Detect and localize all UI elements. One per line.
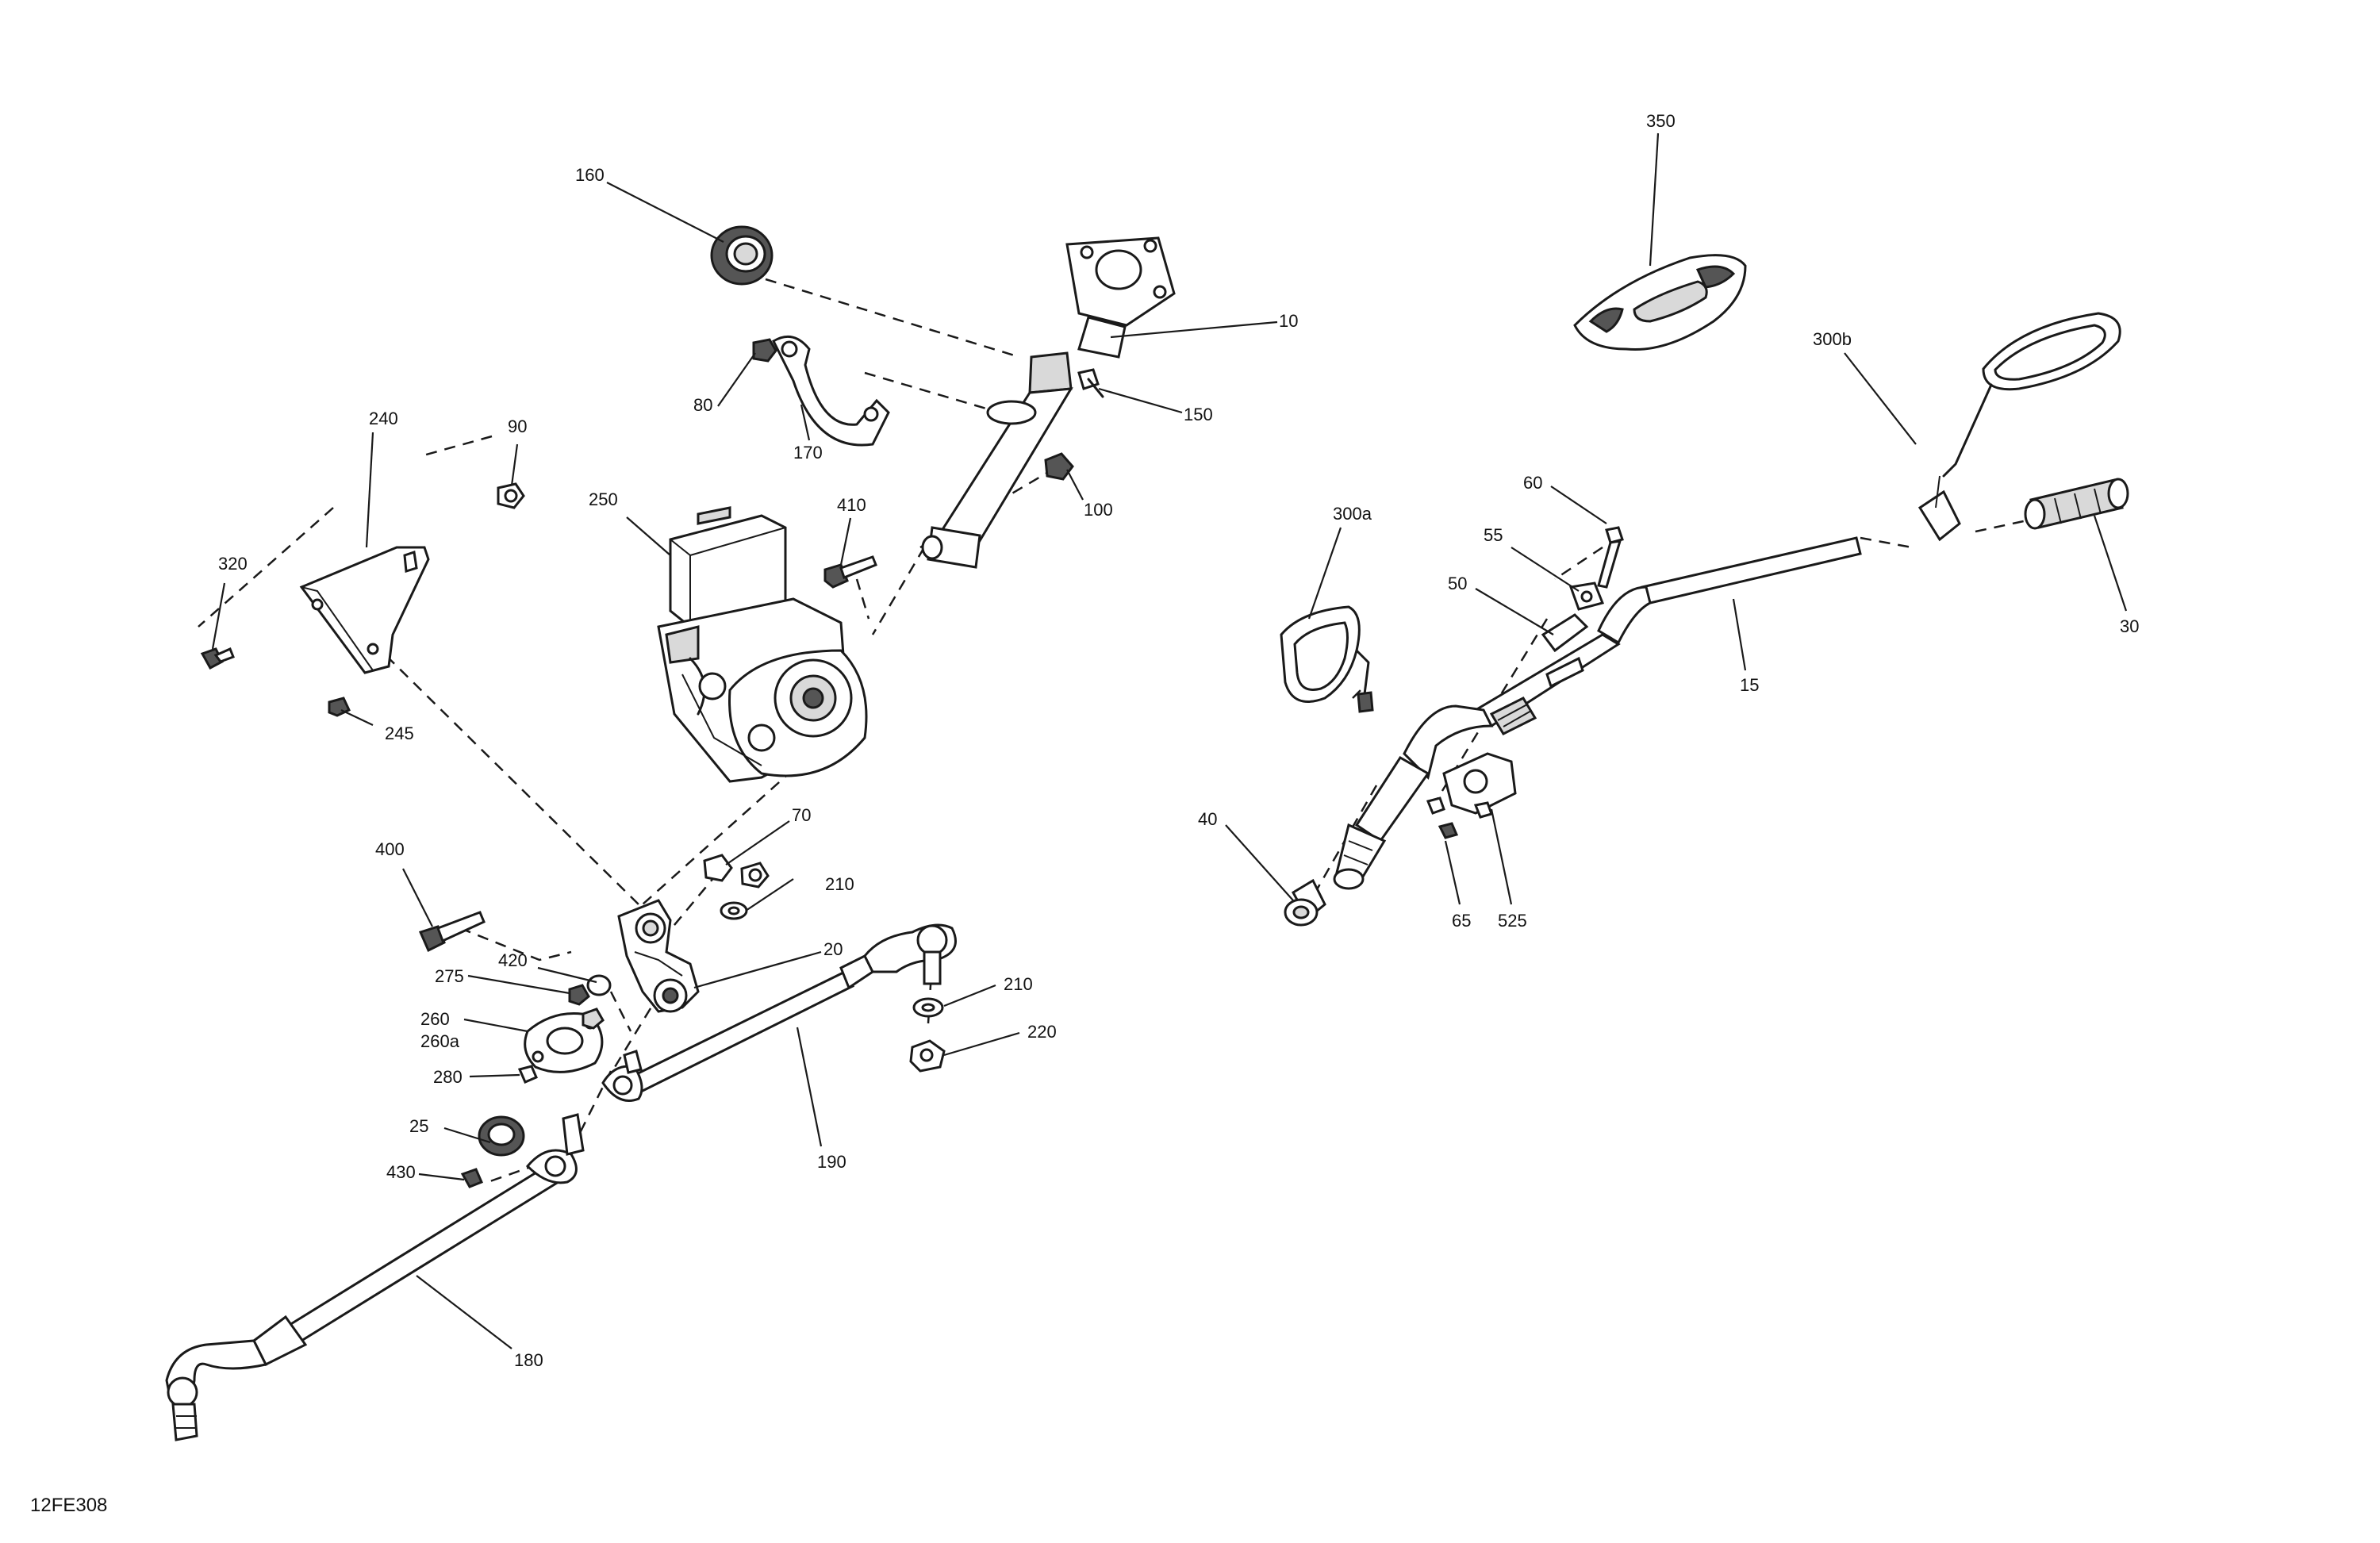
nut-260a [582,1008,605,1030]
nut-210-top [740,862,770,889]
bolt-320 [200,647,235,670]
callout-25: 25 [409,1116,428,1136]
diagram-code: 12FE308 [30,1495,107,1516]
callout-210-top: 210 [825,874,854,894]
screw-280 [517,1065,538,1084]
callout-160: 160 [575,165,605,185]
callout-525: 525 [1498,911,1527,931]
bar-end-40 [1284,878,1326,927]
callout-90: 90 [508,416,527,436]
callout-190: 190 [817,1152,846,1172]
callout-180: 180 [514,1350,543,1370]
bolt-410 [823,555,877,589]
callout-40: 40 [1198,809,1217,829]
callout-275: 275 [435,966,464,986]
tie-rod-190 [601,923,957,1102]
washer-210-right [912,997,944,1018]
bearing-160 [710,225,774,286]
nut-80 [752,338,777,363]
plate-260 [524,1012,604,1073]
handlebar-15 [1333,536,1862,890]
callout-150: 150 [1184,405,1213,424]
callout-260: 260 [420,1009,450,1029]
screw-150 [1077,368,1104,398]
nut-90 [497,482,525,509]
pitman-arm [617,899,700,1013]
nut-70 [703,854,733,882]
callout-170: 170 [793,443,823,463]
callout-410: 410 [837,495,866,515]
bracket-240 [299,546,430,674]
handlebar-pad-350 [1573,254,1747,351]
bearing-25 [478,1115,525,1157]
nut-275 [568,984,590,1006]
washer-420 [586,974,612,996]
grip-30 [2024,478,2129,530]
callout-15: 15 [1740,675,1759,695]
washer-210-top [720,901,748,920]
callout-320: 320 [218,554,248,574]
callout-50: 50 [1448,574,1467,593]
callout-leaders [211,132,2128,1349]
mirror-300b [1917,312,2121,542]
power-steering-unit [657,506,868,783]
clamp-170 [772,335,890,447]
callout-245: 245 [385,724,414,743]
callout-210-right: 210 [1004,974,1033,994]
callout-30: 30 [2120,616,2139,636]
callout-430: 430 [386,1162,416,1182]
callout-100: 100 [1084,500,1113,520]
callout-60: 60 [1523,473,1542,493]
screw-65 [1438,822,1459,839]
callout-10: 10 [1279,311,1298,331]
callout-80: 80 [693,395,712,415]
mirror-300a [1280,605,1374,713]
callout-240: 240 [369,409,398,428]
callout-20: 20 [823,939,843,959]
callout-280: 280 [433,1067,463,1087]
screw-430 [460,1168,483,1188]
callout-300b: 300b [1813,329,1852,349]
clamp-block-525 [1426,752,1517,819]
callout-350: 350 [1646,111,1676,131]
callout-55: 55 [1484,525,1503,545]
assembly-dashed-lines [198,278,2032,1184]
callout-220: 220 [1027,1022,1057,1042]
tie-rod-180 [165,1113,585,1441]
nut-100 [1044,452,1074,481]
bolt-60 [1597,526,1624,589]
steering-column [921,236,1176,569]
clamp-50 [1541,613,1589,689]
callout-400: 400 [375,839,405,859]
bolt-400 [418,911,486,953]
callout-300a: 300a [1333,504,1372,524]
callout-70: 70 [792,805,811,825]
callout-260a: 260a [420,1031,460,1051]
clamp-55 [1568,582,1605,611]
nut-220 [909,1039,946,1073]
callout-65: 65 [1452,911,1471,931]
callout-labels: 10 15 20 25 30 40 50 55 60 65 70 80 90 1… [218,111,2139,1370]
callout-420: 420 [498,950,528,970]
callout-250: 250 [589,489,618,509]
